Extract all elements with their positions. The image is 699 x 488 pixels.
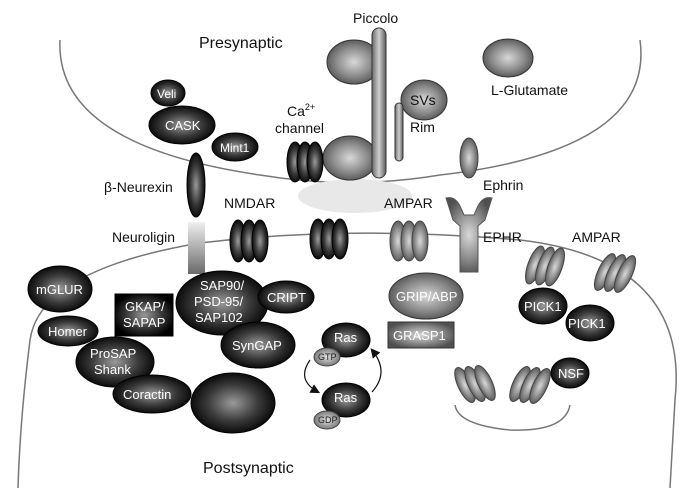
- ampar-endosome-left: [454, 365, 496, 403]
- ampar-right-left: [525, 245, 565, 287]
- ras-cycle-arrow-down: [303, 359, 321, 394]
- veli-protein: [150, 79, 186, 107]
- rim-label: Rim: [410, 119, 435, 135]
- vesicle-glutamate: [482, 38, 534, 78]
- ras-cycle-arrow-up: [370, 348, 382, 393]
- veli-label: Veli: [157, 87, 176, 101]
- ras-bottom-label: Ras: [334, 390, 358, 405]
- ampar-endosome-right: [509, 366, 551, 404]
- shank-label: Shank: [94, 362, 131, 377]
- pick1-b-label: PICK1: [568, 316, 606, 331]
- nmdar-left: [229, 219, 269, 263]
- syngap-label: SynGAP: [232, 338, 282, 353]
- ampar-label: AMPAR: [384, 195, 433, 211]
- homer-protein: [37, 315, 99, 347]
- nmdar-right: [309, 218, 349, 260]
- ras-gtp-protein: [321, 322, 371, 358]
- mint1-label: Mint1: [220, 141, 250, 155]
- synaptic-cleft-zone: [298, 179, 412, 213]
- postsynaptic-label: Postsynaptic: [203, 460, 294, 477]
- piccolo-label: Piccolo: [353, 10, 398, 26]
- b-neurexin-protein: [186, 152, 206, 218]
- vesicle-bottom: [322, 135, 378, 181]
- ephr-label: EPHR: [483, 229, 522, 245]
- l-glutamate-label: L-Glutamate: [491, 82, 568, 98]
- coractin-protein: [112, 374, 192, 414]
- piccolo-protein: [371, 27, 387, 179]
- neuroligin-protein: [188, 222, 205, 274]
- ras-gdp-protein: [321, 382, 371, 418]
- nsf-protein: [550, 357, 590, 389]
- ca-channel-label: Ca2+: [287, 102, 315, 119]
- ephrin-label: Ephrin: [483, 177, 523, 193]
- grip-abp-protein: [388, 272, 464, 320]
- mglur-protein: [27, 265, 93, 313]
- psd95-label: PSD-95/: [194, 294, 244, 309]
- sapap-label: SAPAP: [123, 315, 165, 330]
- sap102-label: SAP102: [195, 310, 243, 325]
- recycling-endosome: [454, 404, 571, 431]
- grasp1-label: GRASP1: [393, 328, 446, 343]
- gkap-label: GKAP/: [125, 299, 165, 314]
- cript-protein: [257, 280, 315, 314]
- ephr-protein: [445, 197, 493, 273]
- neuroligin-label: Neuroligin: [112, 229, 175, 245]
- cask-label: CASK: [165, 118, 201, 133]
- gkap-sapap-protein: [114, 293, 174, 337]
- gtp-badge: [313, 347, 341, 367]
- prosap-label: ProSAP: [90, 346, 136, 361]
- ephrin-protein: [459, 137, 479, 179]
- ca-channel: [286, 141, 324, 183]
- grip-label: GRIP/ABP: [396, 289, 457, 304]
- pick1-a-label: PICK1: [524, 299, 562, 314]
- syngap-protein: [220, 321, 296, 369]
- nsf-label: NSF: [558, 366, 584, 381]
- ampar-right-label: AMPAR: [572, 229, 621, 245]
- coractin-label: Coractin: [123, 387, 171, 402]
- homer-label: Homer: [48, 324, 88, 339]
- unlabeled-protein: [190, 372, 276, 434]
- pick1-protein-b: [565, 304, 615, 342]
- mglur-label: mGLUR: [36, 282, 83, 297]
- nmdar-label: NMDAR: [224, 195, 275, 211]
- vesicle-svs: [400, 79, 448, 121]
- ampar-right-right: [593, 253, 637, 293]
- presynaptic-label: Presynaptic: [199, 35, 283, 52]
- gtp-label: GTP: [318, 352, 337, 362]
- cript-label: CRIPT: [267, 290, 306, 305]
- svs-label: SVs: [410, 92, 436, 108]
- sap90-label: SAP90/: [200, 278, 244, 293]
- rim-protein: [394, 102, 404, 162]
- b-neurexin-label: β-Neurexin: [104, 179, 173, 195]
- grasp1-protein: [387, 321, 455, 349]
- cask-protein: [148, 105, 216, 145]
- ca-channel-label-line2: channel: [275, 120, 324, 136]
- gdp-label: GDP: [318, 415, 338, 425]
- mint1-protein: [211, 132, 259, 162]
- ras-top-label: Ras: [334, 330, 358, 345]
- pick1-protein-a: [518, 287, 568, 325]
- gdp-badge: [313, 410, 341, 430]
- ampar-center: [389, 220, 429, 262]
